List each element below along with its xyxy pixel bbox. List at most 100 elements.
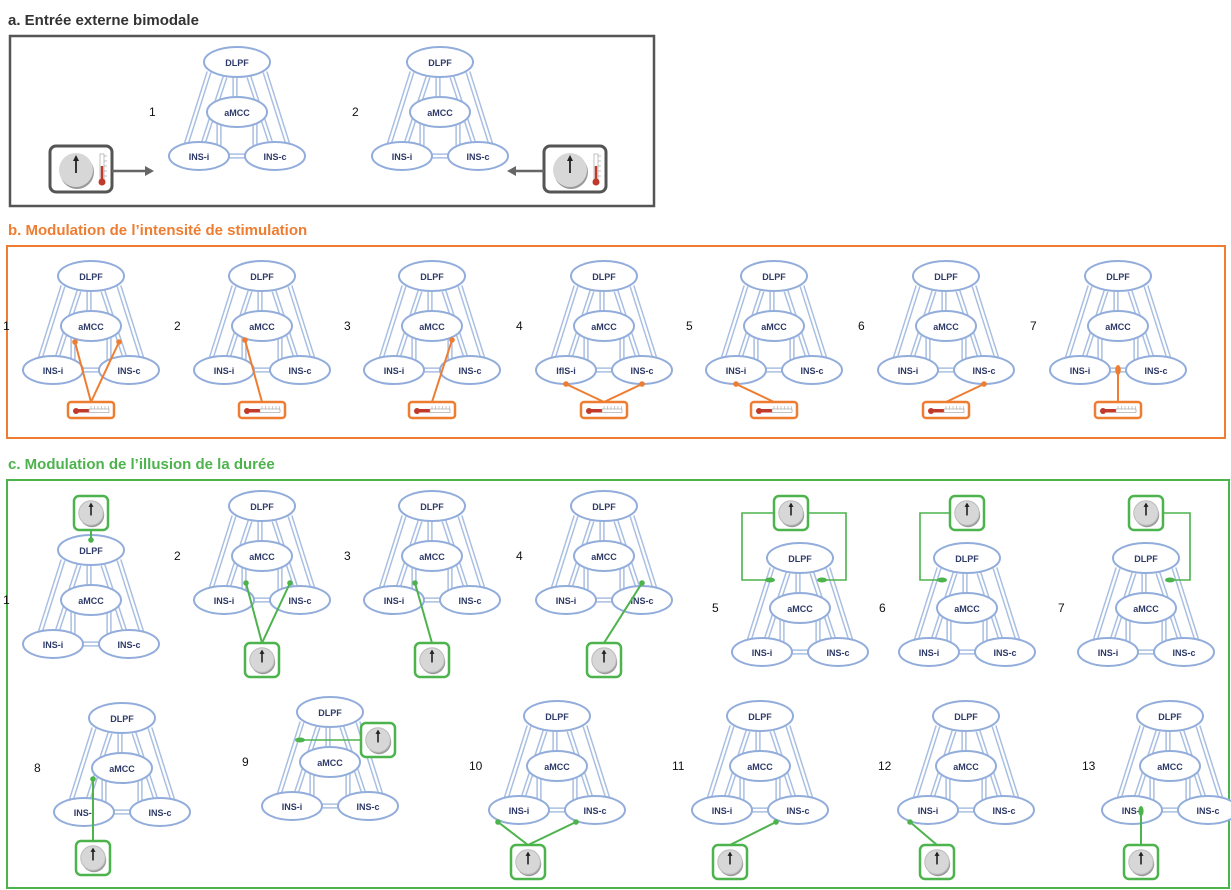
clock-hand-tip — [788, 502, 794, 507]
panel-number: 7 — [1058, 601, 1065, 615]
node-ins-i: INS-i — [193, 585, 255, 615]
node-ins-c: INS-c — [611, 585, 673, 615]
panel-number: 3 — [344, 549, 351, 563]
node-amcc-ellipse — [936, 592, 998, 624]
connection-line — [633, 285, 659, 362]
node-dlpf: DLPF — [912, 260, 980, 292]
node-ins-c-label: INS-c — [288, 596, 311, 606]
node-dlpf: DLPF — [228, 490, 296, 522]
connection-line — [1119, 726, 1145, 803]
connection-line — [40, 286, 66, 363]
duration-clock-box — [509, 843, 547, 881]
node-dlpf-ellipse — [57, 260, 125, 292]
modulation-link — [431, 337, 455, 403]
clock-hand-tip — [429, 649, 435, 654]
modulation-endpoint — [733, 381, 739, 387]
node-amcc: aMCC — [231, 310, 293, 342]
node-dlpf: DLPF — [57, 260, 125, 292]
connection-line — [291, 285, 317, 362]
node-ins-i: INS-i — [877, 355, 939, 385]
thermometer-mercury — [248, 409, 260, 413]
node-ins-c: INS-c — [439, 585, 501, 615]
connection-line — [891, 285, 917, 362]
node-amcc: aMCC — [409, 96, 471, 128]
node-dlpf-ellipse — [726, 700, 794, 732]
thermometer-tube — [429, 408, 451, 413]
connection-line — [629, 286, 655, 363]
node-ins-c-label: INS-c — [826, 648, 849, 658]
node-dlpf-ellipse — [570, 490, 638, 522]
modulation-link — [1163, 512, 1191, 583]
node-dlpf-ellipse — [523, 700, 591, 732]
thermometer-tube — [601, 408, 623, 413]
node-amcc-ellipse — [915, 310, 977, 342]
panel-number: 8 — [34, 761, 41, 775]
section-a-frame — [8, 34, 656, 208]
connection-line — [275, 721, 301, 798]
node-ins-c-label: INS-c — [1196, 806, 1219, 816]
connection-line — [211, 286, 237, 363]
thermometer-tube — [943, 408, 965, 413]
modulation-line — [741, 512, 774, 581]
connection-line — [785, 726, 811, 803]
node-amcc-ellipse — [401, 540, 463, 572]
modulation-endpoint — [116, 339, 122, 345]
node-amcc: aMCC — [729, 750, 791, 782]
node-ins-c-label: INS-c — [117, 366, 140, 376]
node-dlpf: DLPF — [1136, 700, 1204, 732]
clock-hand-tip — [934, 851, 940, 856]
panel-number: 4 — [516, 549, 523, 563]
node-ins-i: INS-i — [705, 355, 767, 385]
node-ins-c: INS-c — [447, 141, 509, 171]
node-amcc-ellipse — [743, 310, 805, 342]
duration-clock-box — [72, 494, 110, 532]
node-ins-c-ellipse — [98, 629, 160, 659]
node-ins-c: INS-c — [129, 797, 191, 827]
duration-clock-box — [711, 843, 749, 881]
node-ins-c-label: INS-c — [800, 366, 823, 376]
connection-line — [789, 725, 815, 802]
panel-number: 6 — [879, 601, 886, 615]
thermometer-mercury — [590, 409, 602, 413]
thermometer-tube — [259, 408, 281, 413]
modulation-link — [603, 381, 645, 403]
node-ins-c: INS-c — [244, 141, 306, 171]
duration-clock-box — [918, 843, 956, 881]
input-arrow-right — [507, 166, 544, 176]
panel-number: 1 — [3, 593, 10, 607]
node-dlpf-label: DLPF — [788, 554, 812, 564]
node-ins-i-ellipse — [1077, 637, 1139, 667]
node-dlpf-ellipse — [912, 260, 980, 292]
node-dlpf: DLPF — [398, 490, 466, 522]
node-amcc-label: aMCC — [544, 762, 570, 772]
node-dlpf-ellipse — [88, 702, 156, 734]
modulation-endpoint — [295, 737, 305, 743]
connection-line — [553, 516, 579, 593]
node-amcc-label: aMCC — [427, 108, 453, 118]
modulation-endpoint — [639, 580, 645, 586]
connection-line — [991, 726, 1017, 803]
duration-clock-box — [74, 839, 112, 877]
connection-line — [389, 72, 415, 149]
node-dlpf-ellipse — [406, 46, 474, 78]
connection-line — [629, 516, 655, 593]
modulation-link — [919, 512, 950, 583]
node-dlpf-label: DLPF — [954, 712, 978, 722]
connection-line — [186, 72, 212, 149]
node-ins-c: INS-c — [1125, 355, 1187, 385]
intensity-stimulus-box — [579, 400, 629, 420]
intensity-stimulus-box — [407, 400, 457, 420]
modulation-line — [919, 512, 950, 581]
modulation-link — [72, 339, 92, 403]
node-amcc-label: aMCC — [317, 758, 343, 768]
node-ins-i-ellipse — [371, 141, 433, 171]
node-ins-c-ellipse — [98, 355, 160, 385]
clock-hand-tip — [375, 729, 381, 734]
node-ins-c-ellipse — [973, 795, 1035, 825]
node-dlpf-label: DLPF — [110, 714, 134, 724]
